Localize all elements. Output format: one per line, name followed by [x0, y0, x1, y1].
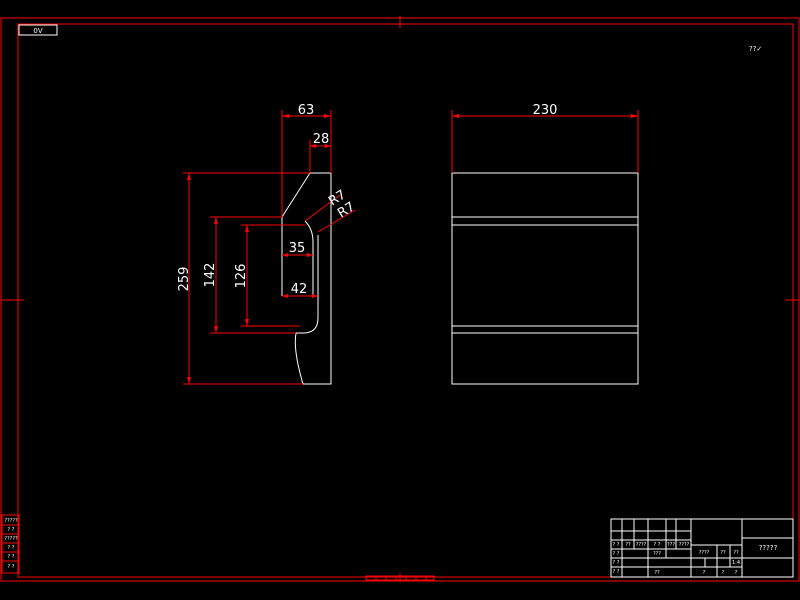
title-cell: ????	[636, 542, 647, 548]
corner-note: ??✓	[749, 45, 762, 53]
dim-height-126: 126	[234, 264, 249, 289]
title-block: ? ? ?? ???? ? ? ??? ???? ???? ?? ?? ??? …	[610, 518, 794, 578]
title-cell: ? ?	[654, 542, 661, 548]
title-cell: ??	[625, 542, 631, 548]
left-revision-table: ????? ? ? ????? ? ? ? ? ? ?	[1, 514, 20, 574]
title-cell: ? ?	[613, 542, 620, 548]
left-table-cell: ?????	[4, 536, 18, 542]
title-cell: ??	[733, 550, 739, 556]
title-cell: ??	[654, 570, 660, 576]
dim-width-inner-top: 28	[313, 132, 330, 147]
title-cell: ? ?	[613, 551, 620, 557]
dim-width-35: 35	[289, 241, 306, 256]
left-table-cell: ? ?	[8, 545, 15, 551]
title-cell: ?	[735, 570, 738, 576]
title-cell: ? ?	[613, 569, 620, 575]
left-table-cell: ? ?	[8, 554, 15, 560]
sheet-border	[0, 16, 800, 582]
title-cell: ????	[699, 550, 710, 556]
side-view	[451, 172, 639, 385]
dim-height-total: 259	[177, 267, 192, 292]
left-table-cell: ?????	[4, 518, 18, 524]
left-table-cell: ? ?	[8, 527, 15, 533]
title-scale: 1:4	[732, 560, 740, 566]
title-cell: ??	[720, 550, 726, 556]
title-cell: ?	[703, 570, 706, 576]
dim-side-width: 230	[533, 103, 558, 118]
sheet-tag-text: 0V	[33, 27, 42, 35]
left-table-cell: ? ?	[8, 564, 15, 570]
side-view-dimensions: 230	[451, 103, 639, 173]
title-cell: ?	[722, 570, 725, 576]
title-cell: ? ?	[613, 560, 620, 566]
front-view	[281, 172, 332, 385]
title-cell: ???	[667, 542, 675, 548]
sheet-tag: 0V	[18, 24, 58, 36]
dim-width-42: 42	[291, 282, 308, 297]
dim-width-top: 63	[298, 103, 315, 118]
title-cell: ???	[653, 551, 661, 557]
dim-height-142: 142	[203, 263, 218, 288]
title-part-name: ?????	[759, 544, 778, 552]
title-cell: ????	[679, 542, 690, 548]
